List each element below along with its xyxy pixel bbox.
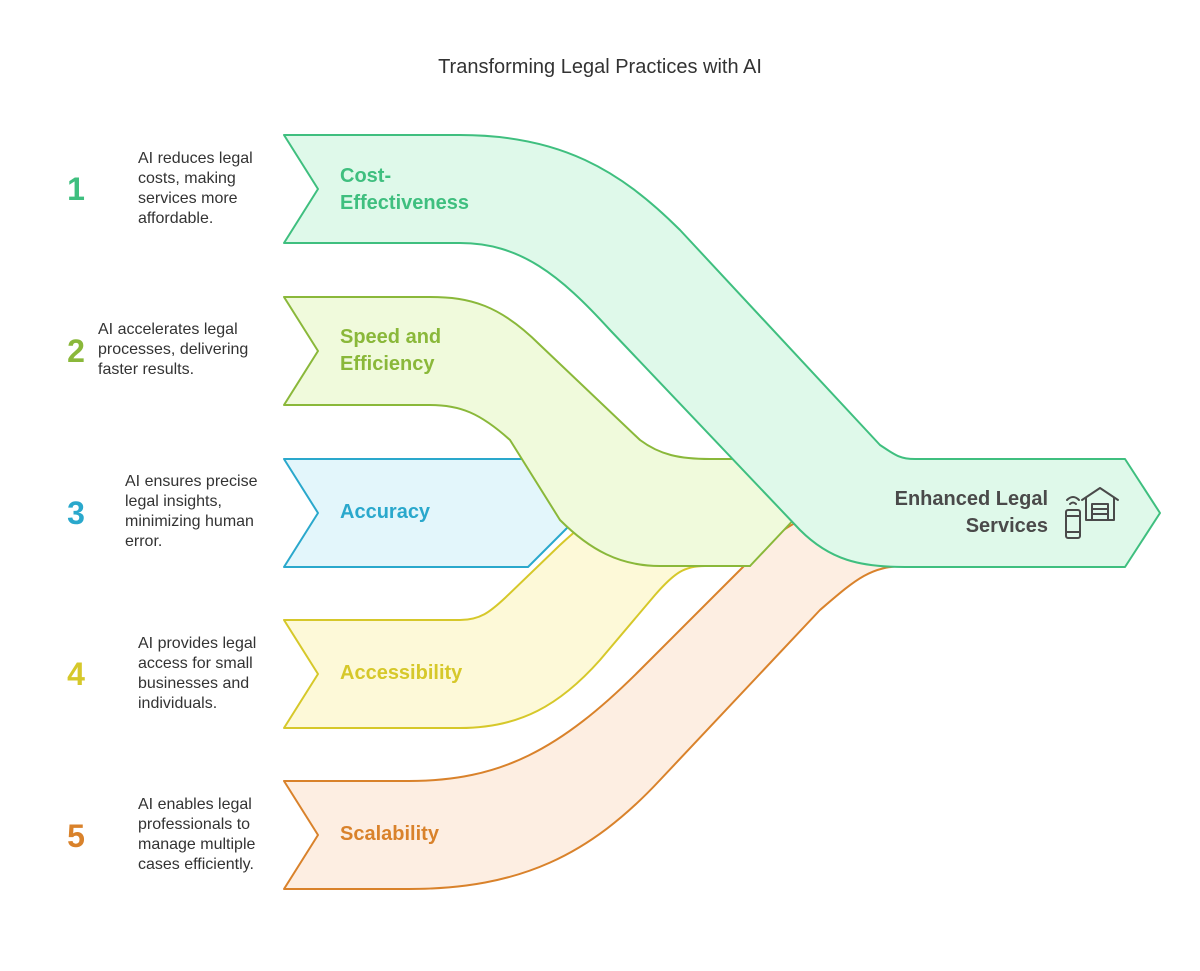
item-number-2: 2 (67, 333, 85, 369)
item-number-5: 5 (67, 818, 85, 854)
band-cost-effectiveness (283, 134, 1161, 568)
item-label-4: Accessibility (340, 662, 463, 684)
item-number-3: 3 (67, 495, 85, 531)
item-description-3: AI ensures precise legal insights, minim… (125, 473, 258, 550)
item-label-3: Accuracy (340, 501, 431, 523)
item-description-1: AI reduces legal costs, making services … (138, 150, 253, 227)
item-number-4: 4 (67, 656, 85, 692)
item-number-1: 1 (67, 171, 85, 207)
item-description-2: AI accelerates legal processes, deliveri… (98, 321, 249, 378)
item-label-2: Speed and Efficiency (340, 326, 442, 375)
smart-home-icon (1065, 487, 1119, 539)
target-label: Enhanced Legal Services (894, 488, 1048, 537)
item-label-5: Scalability (340, 823, 439, 845)
item-label-1: Cost-Effectiveness (340, 165, 469, 214)
item-description-5: AI enables legal professionals to manage… (138, 796, 256, 873)
band-speed-efficiency (283, 296, 801, 567)
diagram-title: Transforming Legal Practices with AI (438, 56, 762, 78)
item-description-4: AI provides legal access for small busin… (138, 635, 257, 712)
